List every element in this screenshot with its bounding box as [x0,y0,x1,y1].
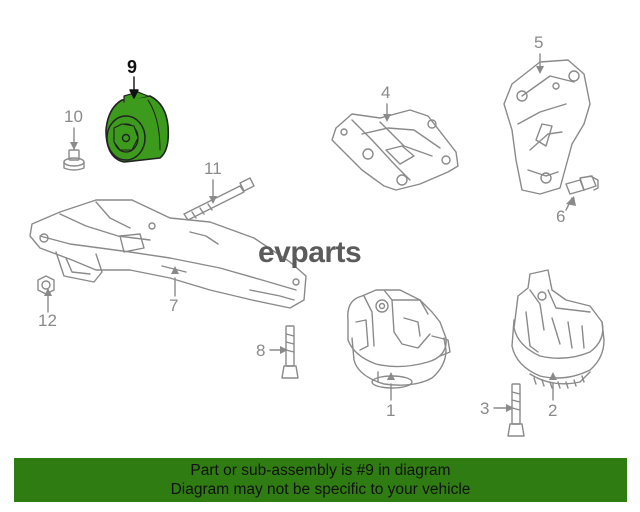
part-5-bracket[interactable] [503,59,591,195]
callout-9[interactable]: 9 [127,57,138,77]
part-6-bolt[interactable] [565,175,599,195]
callout-4[interactable]: 4 [381,83,391,102]
brand-logo: evparts [258,236,362,269]
part-12-nut[interactable] [37,275,55,295]
part-11-bolt[interactable] [183,177,255,221]
callout-10[interactable]: 10 [64,107,83,126]
banner-line-2: Diagram may not be specific to your vehi… [170,481,471,498]
part-8-bolt[interactable] [281,325,299,379]
part-4-bracket[interactable] [331,109,459,191]
callout-3[interactable]: 3 [480,399,490,418]
part-3-bolt[interactable] [507,383,525,437]
callout-7[interactable]: 7 [169,296,179,315]
part-1-engine-mount[interactable] [347,289,451,389]
callout-1[interactable]: 1 [386,401,396,420]
callout-2[interactable]: 2 [548,401,558,420]
part-2-engine-mount[interactable] [511,269,605,389]
info-banner: Part or sub-assembly is #9 in diagram Di… [14,458,627,502]
banner-line-1: Part or sub-assembly is #9 in diagram [190,462,451,479]
callout-5[interactable]: 5 [534,33,544,52]
callout-6[interactable]: 6 [556,207,566,226]
part-9-bushing[interactable] [105,91,170,163]
callout-8[interactable]: 8 [256,341,266,360]
callout-11[interactable]: 11 [204,159,222,178]
part-7-crossmember[interactable] [29,199,307,309]
callout-12[interactable]: 12 [38,311,57,330]
